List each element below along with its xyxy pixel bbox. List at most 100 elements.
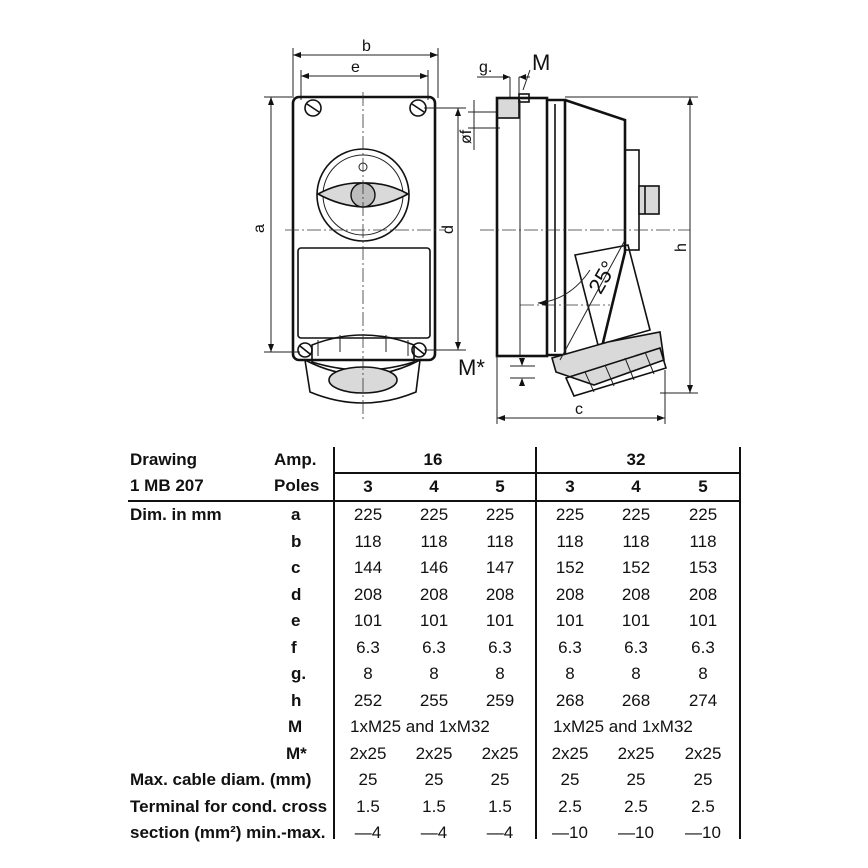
- table-cell: 25: [490, 770, 510, 789]
- table-cell: 208: [621, 584, 651, 604]
- table-cell: 147: [485, 558, 515, 577]
- table-cell: 225: [419, 505, 449, 524]
- drawing-number: 1 MB 207: [130, 476, 204, 495]
- table-cell: 8: [698, 664, 708, 683]
- table-cell: 2.5: [691, 796, 715, 816]
- table-cell: 208: [688, 584, 718, 604]
- table-cell: 208: [353, 584, 383, 604]
- pole-cell: 3: [565, 477, 575, 496]
- dimension-table: Drawing 1 MB 207 Amp. Poles 16 32 3 4 5 …: [128, 447, 741, 842]
- table-cell: 118: [354, 531, 382, 551]
- pole-cell: 5: [698, 477, 708, 496]
- table-cell: 268: [621, 690, 651, 710]
- table-cell: 225: [353, 505, 383, 524]
- table-cell: 274: [688, 690, 718, 710]
- dim-key-label: M*: [286, 743, 307, 763]
- table-cell: 101: [353, 611, 383, 630]
- dim-label-d-front: d: [440, 225, 457, 234]
- table-cell: 118: [556, 531, 584, 551]
- table-cell: 2x25: [349, 743, 387, 763]
- dim-key-label: c: [291, 558, 301, 577]
- table-cell: 1.5: [356, 796, 380, 816]
- table-cell: 1.5: [422, 796, 446, 816]
- table-cell: 118: [486, 531, 514, 551]
- table-cell: 101: [555, 611, 585, 630]
- dim-label-M-star: M*: [458, 355, 485, 380]
- table-cell: 2x25: [617, 743, 655, 763]
- table-cell: 8: [495, 664, 505, 683]
- table-cell: 8: [631, 664, 641, 683]
- table-cell: 25: [693, 770, 713, 789]
- table-cell: 208: [555, 584, 585, 604]
- table-cell: 25: [424, 770, 444, 789]
- technical-drawing: b e: [251, 38, 698, 424]
- side-view: g. M øf: [458, 50, 698, 424]
- amp-16: 16: [423, 450, 443, 469]
- table-vline: [333, 447, 335, 839]
- dim-label-M: M: [532, 50, 550, 75]
- table-cell: 118: [420, 531, 448, 551]
- pole-cell: 4: [631, 477, 641, 496]
- dim-key-label: M: [288, 717, 303, 736]
- table-cell: 252: [353, 690, 383, 710]
- dim-label-e: e: [351, 59, 360, 76]
- table-cell: 2.5: [624, 796, 648, 816]
- table-cell: 101: [485, 611, 515, 630]
- dim-key-label: h: [291, 690, 302, 710]
- table-cell: 2x25: [684, 743, 722, 763]
- table-cell: 225: [485, 505, 515, 524]
- table-cell: 208: [419, 584, 449, 604]
- table-cell: 146: [419, 558, 449, 577]
- enclosure-side: [495, 96, 549, 358]
- table-cell: 118: [689, 531, 717, 551]
- dim-key-label: e: [291, 611, 301, 630]
- dim-in-mm-label: Dim. in mm: [130, 505, 222, 524]
- angled-socket-icon: [551, 244, 667, 397]
- table-cell: 101: [419, 611, 449, 630]
- table-cell: 6.3: [691, 637, 715, 657]
- pole-cell: 5: [495, 477, 505, 496]
- table-cell: 152: [621, 558, 651, 577]
- table-cell: 101: [621, 611, 651, 630]
- table-cell: 208: [485, 584, 515, 604]
- row-label: Terminal for cond. cross: [130, 796, 328, 816]
- enclosure-front: [291, 95, 437, 362]
- amp-label: Amp.: [274, 450, 317, 469]
- table-cell: —4: [354, 823, 382, 842]
- dim-label-c: c: [575, 401, 583, 418]
- table-cell: 1.5: [488, 796, 512, 816]
- dim-key-label: a: [291, 505, 301, 524]
- table-cell: 153: [688, 558, 718, 577]
- table-cell: 6.3: [488, 637, 512, 657]
- dim-label-h: h: [673, 243, 690, 252]
- table-cell: 101: [688, 611, 718, 630]
- pole-cell: 3: [363, 477, 373, 496]
- amp-32: 32: [626, 450, 646, 469]
- table-cell: 259: [485, 690, 515, 710]
- dim-label-g: g.: [479, 59, 492, 76]
- table-cell: 118: [622, 531, 650, 551]
- table-cell: 255: [419, 690, 449, 710]
- dim-key-label: f: [291, 637, 297, 657]
- table-cell: —4: [420, 823, 448, 842]
- table-vline: [739, 447, 741, 839]
- socket-outlet-icon: [303, 334, 421, 404]
- table-cell: 6.3: [558, 637, 582, 657]
- table-cell-merged: 1xM25 and 1xM32: [350, 717, 490, 736]
- table-cell: 25: [626, 770, 646, 789]
- drawing-title: Drawing: [130, 450, 198, 469]
- table-cell: 225: [621, 505, 651, 524]
- dim-key-label: g.: [291, 664, 307, 683]
- pole-cell: 4: [429, 477, 439, 496]
- table-cell: 2.5: [558, 796, 582, 816]
- screw-icon: [297, 99, 427, 358]
- table-cell: 2x25: [481, 743, 519, 763]
- table-cell: 144: [353, 558, 383, 577]
- table-cell: 268: [555, 690, 585, 710]
- socket-panel: [297, 247, 431, 339]
- dim-key-label: d: [291, 584, 302, 604]
- table-cell-merged: 1xM25 and 1xM32: [553, 717, 693, 736]
- table-hline: [333, 472, 740, 474]
- table-hline: [128, 500, 740, 502]
- dim-label-b: b: [362, 38, 371, 55]
